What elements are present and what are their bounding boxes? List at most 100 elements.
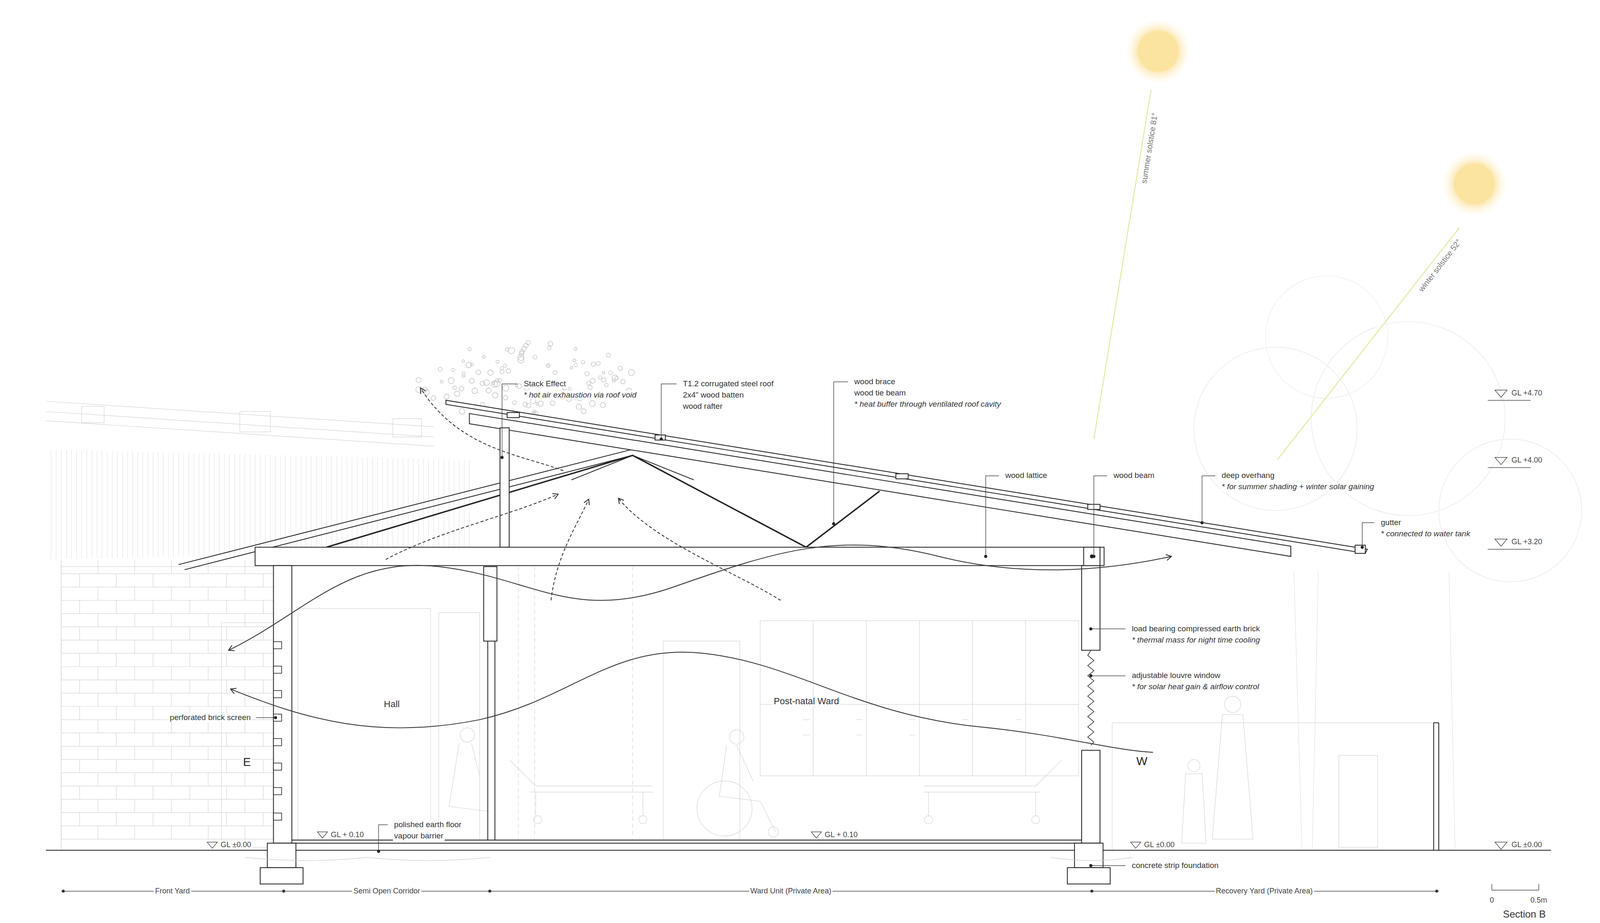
- sun-angle-label: winter solstice 52°: [1415, 236, 1464, 295]
- background-texture: [467, 347, 472, 351]
- background-texture: [372, 457, 373, 553]
- background-texture: [79, 680, 80, 694]
- background-texture: [552, 370, 558, 375]
- annotation-text: gutter: [1379, 517, 1403, 528]
- background-texture: [462, 359, 465, 363]
- annotation-note: * thermal mass for night time cooling: [1130, 635, 1261, 645]
- background-context: [449, 742, 490, 812]
- background-texture: [612, 379, 616, 383]
- background-texture: [203, 453, 205, 557]
- background-texture: [189, 759, 190, 773]
- background-texture: [226, 785, 227, 800]
- leader-line: [1202, 475, 1216, 523]
- background-texture: [66, 449, 67, 559]
- orientation-letter: E: [241, 755, 253, 769]
- perforated-brick-screen: [273, 666, 282, 674]
- background-texture: [137, 451, 138, 558]
- background-texture: [538, 400, 544, 407]
- leader-line: [378, 824, 388, 852]
- background-texture: [428, 458, 429, 552]
- level-marker: [1495, 842, 1508, 850]
- background-texture: [244, 587, 245, 601]
- building-structure: [500, 427, 510, 548]
- background-texture: [448, 377, 455, 384]
- background-texture: [262, 812, 264, 826]
- background-texture: [255, 454, 256, 556]
- background-texture: [590, 378, 596, 384]
- background-texture: [226, 626, 227, 640]
- background-texture: [244, 772, 245, 786]
- leader-line: [1090, 675, 1126, 676]
- background-texture: [290, 455, 291, 555]
- background-texture: [418, 458, 419, 552]
- building-structure: [260, 867, 303, 884]
- background-context: [729, 730, 744, 745]
- background-texture: [81, 450, 82, 559]
- background-texture: [173, 452, 174, 558]
- background-texture: [502, 385, 509, 392]
- background-texture: [387, 457, 388, 553]
- orientation-letter: W: [1135, 754, 1149, 768]
- background-context: [760, 620, 1079, 776]
- background-texture: [79, 706, 80, 720]
- building-structure: [1087, 650, 1095, 746]
- background-texture: [452, 385, 457, 390]
- building-structure: [1074, 842, 1104, 868]
- background-texture: [604, 383, 609, 388]
- background-texture: [495, 360, 500, 364]
- background-texture: [503, 395, 508, 400]
- annotation-text: deep overhang: [1220, 470, 1276, 480]
- airflow-arrow: [618, 498, 781, 601]
- background-texture: [508, 347, 515, 354]
- background-texture: [602, 371, 605, 375]
- perforated-brick-screen: [273, 641, 282, 821]
- building-structure: [1433, 722, 1439, 850]
- dimension-line: [1491, 883, 1539, 890]
- background-texture: [60, 746, 62, 760]
- background-texture: [207, 825, 209, 840]
- background-context: [221, 622, 274, 848]
- background-context: [438, 612, 480, 840]
- background-texture: [500, 369, 505, 374]
- annotation-note: * hot air exhaustion via roof void: [522, 390, 638, 400]
- background-texture: [117, 450, 118, 558]
- background-texture: [171, 746, 172, 760]
- background-texture: [61, 639, 274, 640]
- background-texture: [171, 825, 172, 840]
- background-texture: [415, 386, 423, 393]
- leader-dot: [984, 555, 988, 558]
- background-texture: [122, 451, 123, 558]
- background-texture: [152, 653, 154, 667]
- background-texture: [61, 626, 274, 628]
- background-texture: [618, 366, 623, 371]
- background-texture: [226, 759, 227, 773]
- leader-line: [256, 717, 276, 718]
- background-texture: [134, 560, 135, 574]
- background-texture: [503, 363, 507, 368]
- building-structure: [445, 400, 1368, 554]
- annotation-text: Stack Effect: [522, 379, 568, 389]
- background-texture: [606, 353, 611, 358]
- background-texture: [244, 613, 245, 627]
- background-texture: [444, 394, 450, 400]
- background-texture: [270, 455, 271, 555]
- building-structure: [273, 565, 292, 843]
- background-texture: [61, 652, 274, 654]
- level-marker: [1130, 842, 1141, 849]
- background-texture: [585, 371, 590, 376]
- background-texture: [168, 452, 169, 557]
- background-texture: [134, 746, 135, 760]
- background-texture: [189, 732, 190, 747]
- background-texture: [260, 454, 261, 555]
- background-texture: [500, 366, 504, 370]
- background-texture: [162, 452, 164, 558]
- perforated-brick-screen: [273, 762, 282, 770]
- background-texture: [608, 370, 613, 375]
- level-mark: GL ±0.00: [1510, 840, 1543, 850]
- background-texture: [61, 600, 274, 601]
- background-texture: [134, 825, 135, 840]
- sun-path: [1277, 227, 1460, 460]
- background-texture: [596, 361, 601, 366]
- background-texture: [60, 692, 62, 707]
